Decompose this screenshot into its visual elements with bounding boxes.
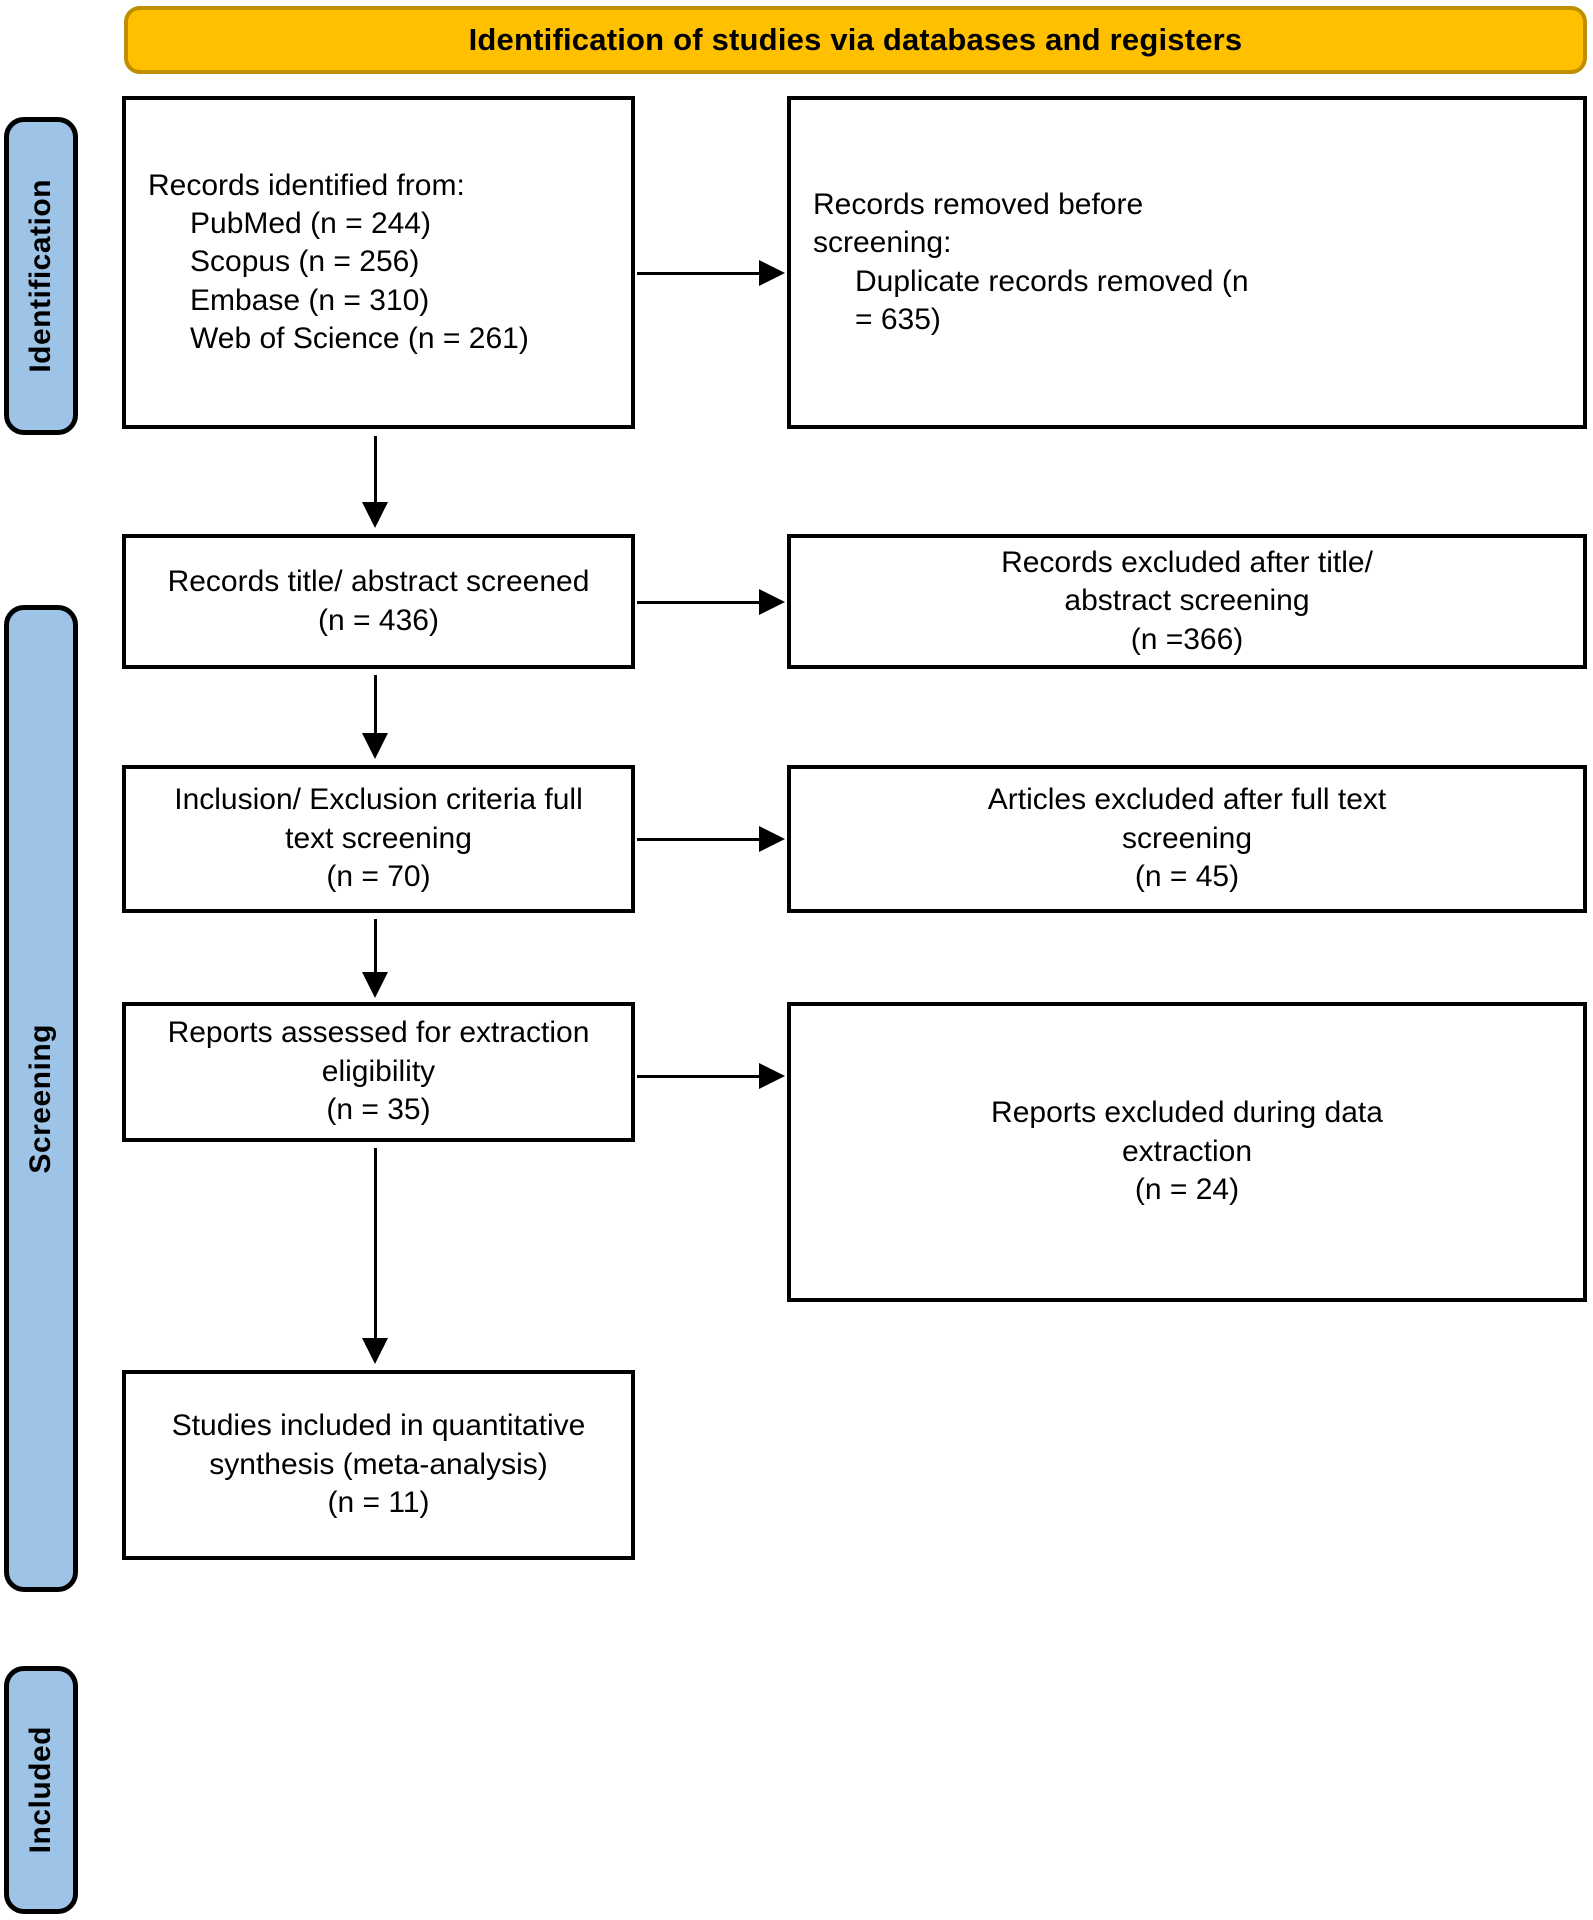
records-identified-source-web-of-science: Web of Science (n = 261) [190,322,529,356]
records-removed-line1: Records removed before [813,187,1144,221]
reports-assessed-count: (n = 35) [326,1093,431,1127]
reports-assessed-line1: Reports assessed for extraction [167,1016,590,1050]
excluded-fulltext-count: (n = 45) [1134,860,1240,894]
arrow-head [362,733,388,759]
box-records-title-abstract-screened: Records title/ abstract screened (n = 43… [122,534,635,669]
arrow-assessed-to-included [355,1148,395,1364]
box-records-excluded-title-abstract: Records excluded after title/ abstract s… [787,534,1587,669]
box-articles-excluded-full-text: Articles excluded after full text screen… [787,765,1587,913]
studies-included-line2: synthesis (meta-analysis) [209,1447,548,1481]
records-identified-source-pubmed: PubMed (n = 244) [190,206,431,240]
arrow-assessed-to-excluded-data [637,1059,785,1093]
arrow-fulltext-to-excluded-fulltext [637,822,785,856]
arrow-shaft [373,436,377,504]
arrow-shaft [637,1074,765,1078]
inclusion-criteria-count: (n = 70) [326,860,431,894]
arrow-shaft [373,1148,377,1340]
reports-assessed-line2: eligibility [321,1054,436,1088]
inclusion-criteria-line2: text screening [285,821,472,855]
arrow-shaft [637,837,765,841]
records-identified-heading: Records identified from: [148,168,465,202]
records-identified-source-embase: Embase (n = 310) [190,283,430,317]
excluded-data-line1: Reports excluded during data [991,1096,1383,1130]
arrow-identified-to-screened [355,436,395,528]
arrow-head [362,972,388,998]
records-removed-duplicates-count: = 635) [855,302,941,336]
stage-bar-included: Included [4,1666,78,1914]
excluded-data-line2: extraction [1121,1134,1253,1168]
phase-banner-identification: Identification of studies via databases … [124,6,1587,74]
stage-label-identification: Identification [24,179,57,373]
inclusion-criteria-line1: Inclusion/ Exclusion criteria full [174,783,583,817]
arrow-identified-to-removed [637,256,785,290]
arrow-screened-to-excluded-title [637,585,785,619]
arrow-screened-to-fulltext [355,675,395,759]
records-screened-count: (n = 436) [318,603,439,637]
box-records-removed-before-screening: Records removed before screening: Duplic… [787,96,1587,429]
excluded-fulltext-line1: Articles excluded after full text [987,783,1387,817]
records-removed-duplicates: Duplicate records removed (n [855,264,1249,298]
excluded-title-count: (n =366) [1130,622,1244,656]
arrow-head [362,1338,388,1364]
box-records-identified: Records identified from: PubMed (n = 244… [122,96,635,429]
records-removed-line2: screening: [813,226,952,260]
arrow-shaft [637,600,765,604]
excluded-title-line1: Records excluded after title/ [1001,545,1373,579]
box-reports-assessed-for-extraction-eligibility: Reports assessed for extraction eligibil… [122,1002,635,1142]
box-studies-included-quantitative-synthesis: Studies included in quantitative synthes… [122,1370,635,1560]
arrow-shaft [637,271,765,275]
arrow-shaft [373,919,377,974]
arrow-head [759,589,785,615]
excluded-data-count: (n = 24) [1134,1173,1240,1207]
stage-label-screening: Screening [24,1023,57,1174]
stage-bar-identification: Identification [4,117,78,435]
studies-included-line1: Studies included in quantitative [171,1409,586,1443]
arrow-fulltext-to-reports-assessed [355,919,395,998]
records-identified-source-scopus: Scopus (n = 256) [190,245,420,279]
box-inclusion-exclusion-criteria-full-text: Inclusion/ Exclusion criteria full text … [122,765,635,913]
arrow-shaft [373,675,377,735]
arrow-head [759,260,785,286]
excluded-fulltext-line2: screening [1121,821,1253,855]
stage-bar-screening: Screening [4,605,78,1592]
arrow-head [362,502,388,528]
records-screened-line1: Records title/ abstract screened [167,565,590,599]
stage-label-included: Included [24,1726,57,1854]
box-reports-excluded-during-data-extraction: Reports excluded during data extraction … [787,1002,1587,1302]
arrow-head [759,826,785,852]
arrow-head [759,1063,785,1089]
studies-included-count: (n = 11) [327,1486,430,1520]
phase-banner-label: Identification of studies via databases … [468,22,1243,57]
excluded-title-line2: abstract screening [1064,584,1310,618]
